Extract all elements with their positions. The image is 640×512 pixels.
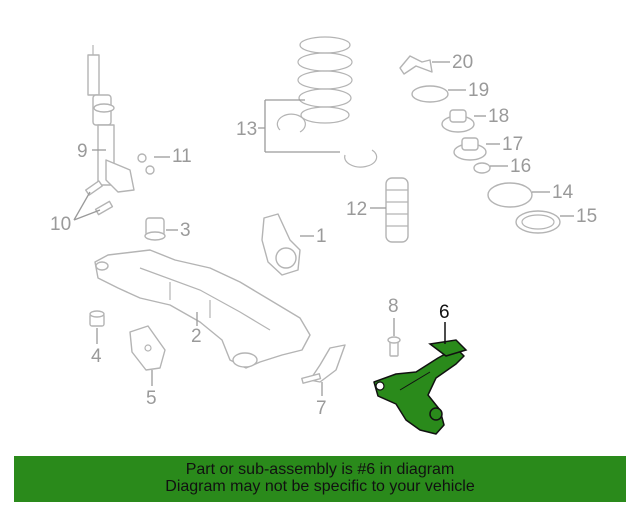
insulator-15[interactable] (515, 210, 561, 234)
strut-assembly[interactable] (87, 45, 135, 193)
dust-boot[interactable] (385, 177, 409, 243)
callout-17: 17 (502, 134, 523, 155)
callout-18: 18 (488, 106, 509, 127)
spring-clip-upper[interactable] (276, 113, 306, 133)
banner-line-1: Part or sub-assembly is #6 in diagram (185, 461, 455, 478)
lower-control-arm[interactable] (373, 339, 468, 435)
callout-2: 2 (191, 326, 202, 347)
callout-11: 11 (172, 146, 192, 167)
plate-19[interactable] (411, 85, 449, 103)
callout-12: 12 (346, 199, 367, 220)
callout-9: 9 (77, 141, 88, 162)
bearing-17[interactable] (453, 137, 487, 161)
callout-19: 19 (468, 80, 489, 101)
spring-clip-lower[interactable] (344, 149, 378, 168)
callout-3: 3 (180, 220, 191, 241)
bracket-20[interactable] (399, 55, 433, 75)
info-banner: Part or sub-assembly is #6 in diagram Di… (14, 456, 626, 502)
mount-3[interactable] (144, 217, 166, 241)
bushing-4[interactable] (89, 310, 105, 327)
nut-11[interactable] (137, 153, 155, 175)
callout-7: 7 (316, 398, 327, 419)
callout-15: 15 (576, 206, 597, 227)
subframe[interactable] (94, 249, 311, 369)
callout-4: 4 (91, 346, 102, 367)
mount-18[interactable] (441, 109, 475, 133)
callout-14: 14 (552, 182, 574, 203)
banner-line-2: Diagram may not be specific to your vehi… (165, 478, 475, 495)
parts-diagram: 9 11 10 13 12 20 19 1 (50, 36, 597, 435)
callout-6: 6 (439, 302, 450, 323)
steering-knuckle[interactable] (261, 213, 301, 276)
bumper-16[interactable] (473, 162, 491, 174)
bolt-10[interactable] (85, 180, 114, 216)
callout-16: 16 (510, 156, 531, 177)
coil-spring[interactable] (297, 36, 353, 124)
callout-8: 8 (388, 296, 399, 317)
callout-1: 1 (316, 226, 327, 247)
callout-5: 5 (146, 388, 157, 409)
bracket-5[interactable] (129, 325, 166, 371)
callout-10: 10 (50, 214, 71, 235)
callout-13: 13 (236, 119, 257, 140)
callout-20: 20 (452, 52, 473, 73)
link-7[interactable] (301, 344, 346, 384)
seat-14[interactable] (487, 182, 533, 208)
bolt-8[interactable] (387, 336, 401, 357)
